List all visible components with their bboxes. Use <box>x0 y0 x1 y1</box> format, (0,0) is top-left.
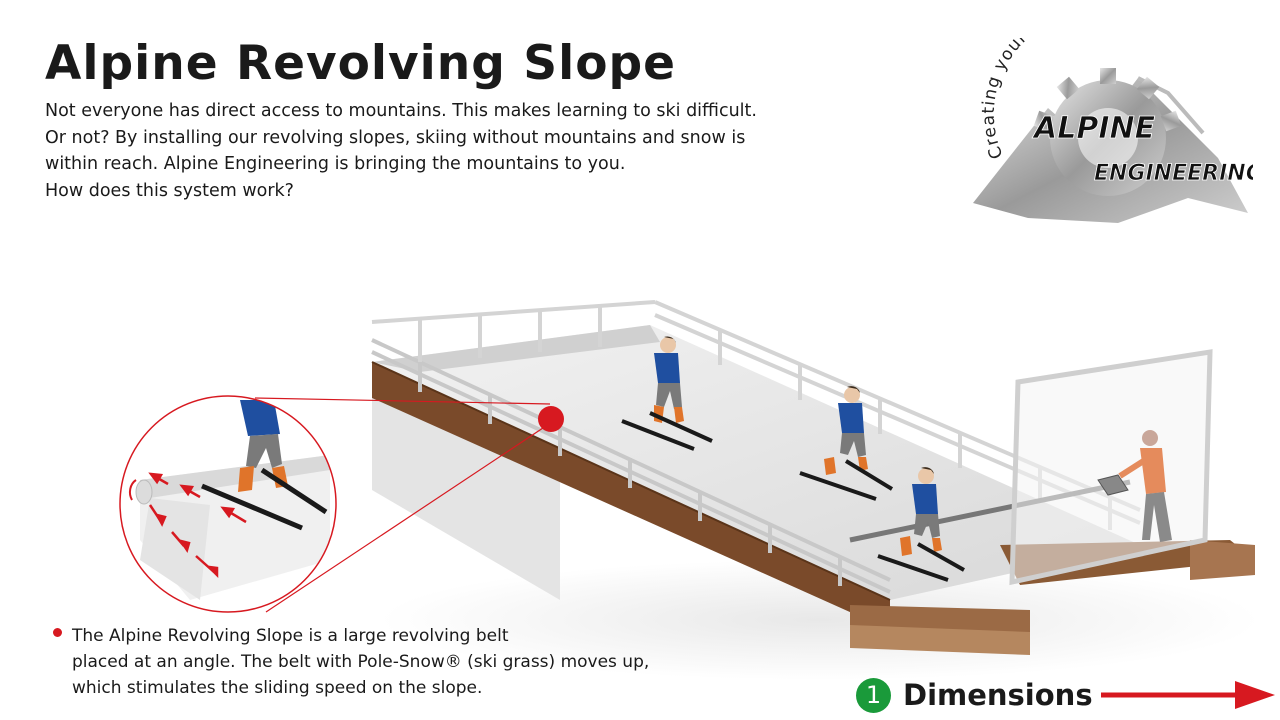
description-text: The Alpine Revolving Slope is a large re… <box>72 623 712 701</box>
slope-back-wall <box>372 362 560 600</box>
intro-line: within reach. Alpine Engineering is brin… <box>45 154 626 174</box>
intro-line: Not everyone has direct access to mounta… <box>45 101 757 121</box>
intro-line: Or not? By installing our revolving slop… <box>45 127 746 148</box>
description-line: The Alpine Revolving Slope is a large re… <box>72 626 509 646</box>
callout-line-top <box>254 397 551 405</box>
callout-marker <box>538 406 564 432</box>
skier-1 <box>621 336 713 451</box>
intro-text: Not everyone has direct access to mounta… <box>45 98 805 204</box>
arrow-right-icon <box>1100 681 1275 709</box>
alpine-engineering-logo: Creating your own Alps ALPINE ENGINEERIN… <box>973 38 1253 223</box>
bullet-marker <box>53 628 62 637</box>
page-title: Alpine Revolving Slope <box>45 36 677 91</box>
step-number-badge: 1 <box>856 677 891 713</box>
intro-line: How does this system work? <box>45 180 294 201</box>
zoom-detail-circle <box>119 395 337 613</box>
floor-shadow <box>380 560 1260 680</box>
control-panel-icon <box>1097 474 1129 496</box>
logo-line-1: ALPINE <box>1032 111 1156 146</box>
callout-line-bottom <box>265 421 553 613</box>
skier-2 <box>799 386 894 501</box>
dimensions-label: Dimensions <box>903 678 1093 712</box>
logo-line-2: ENGINEERING <box>1094 161 1253 186</box>
description-line: placed at an angle. The belt with Pole-S… <box>72 652 650 672</box>
top-platform <box>372 325 660 372</box>
slope-wood-side <box>372 362 890 630</box>
description-line: which stimulates the sliding speed on th… <box>72 678 483 698</box>
slope-surface <box>372 325 1140 600</box>
dimensions-next-button[interactable]: 1 Dimensions <box>856 675 1279 715</box>
operator-figure <box>1118 430 1172 542</box>
glass-panel <box>1009 349 1213 586</box>
front-railing <box>371 338 891 594</box>
skier-3 <box>877 467 965 582</box>
